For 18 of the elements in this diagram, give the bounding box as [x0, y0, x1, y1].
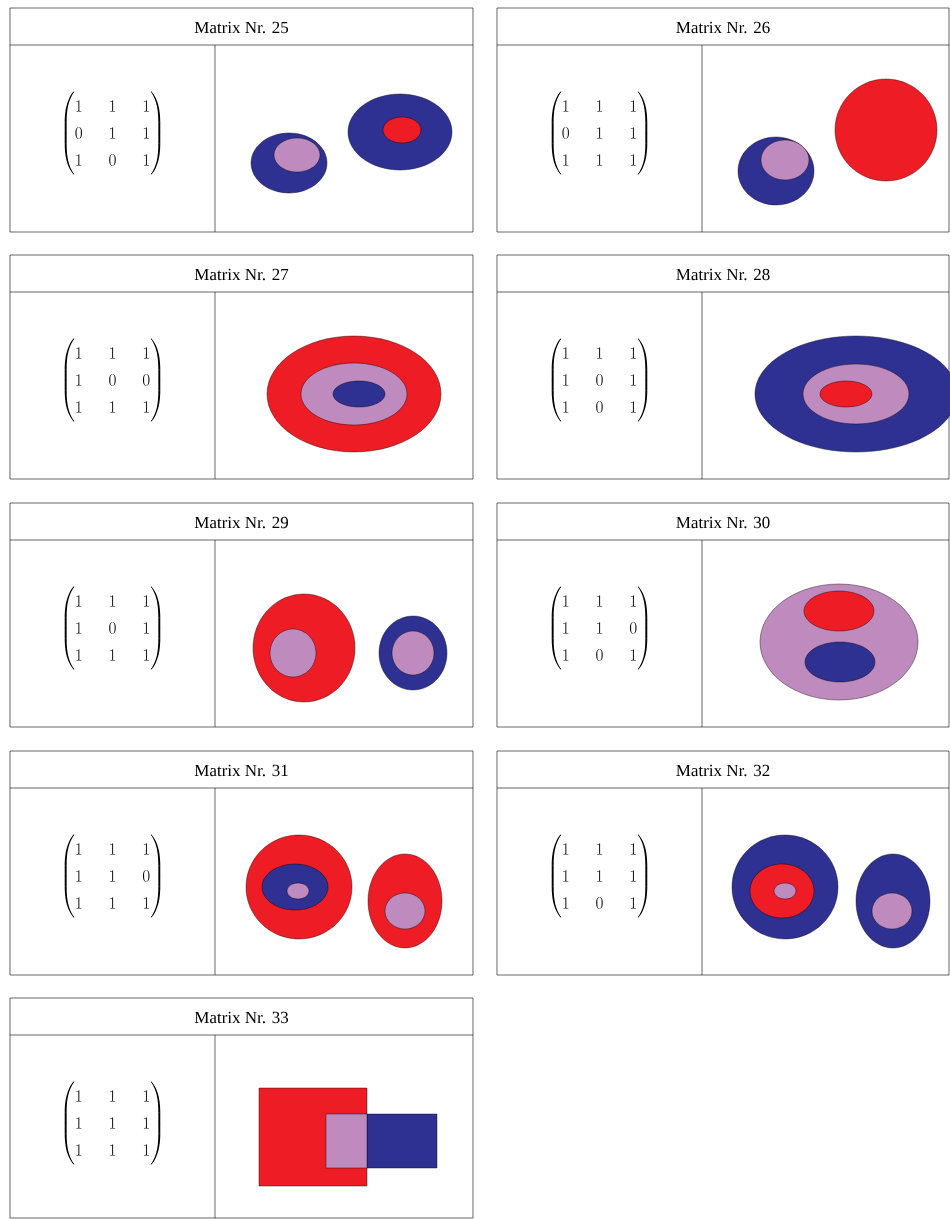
card-title: Matrix Nr. 25 [194, 21, 289, 34]
card-title: Matrix Nr. 32 [676, 764, 770, 777]
card-title: Matrix Nr. 26 [676, 21, 770, 34]
matrix: $\begin{pmatrix}1&1&1\\1&0&1\\1&0&1\end{pmatrix}$ [551, 338, 648, 422]
matrix: $\begin{pmatrix}1&1&1\\1&1&1\\1&0&1\end{pmatrix}$ [551, 834, 648, 918]
matrix: $\begin{pmatrix}1&1&1\\0&1&1\\1&1&1\end{pmatrix}$ [551, 91, 648, 175]
card-title: Matrix Nr. 28 [676, 268, 770, 281]
card-title: Matrix Nr. 31 [194, 764, 288, 777]
card-title: Matrix Nr. 27 [194, 268, 289, 281]
card-title: Matrix Nr. 29 [194, 516, 289, 529]
matrix: $\begin{pmatrix}1&1&1\\0&1&1\\1&0&1\end{pmatrix}$ [64, 91, 161, 175]
matrix: $\begin{pmatrix}1&1&1\\1&1&0\\1&1&1\end{pmatrix}$ [64, 834, 161, 918]
card-title: Matrix Nr. 30 [676, 516, 770, 529]
matrix: $\begin{pmatrix}1&1&1\\1&0&1\\1&1&1\end{pmatrix}$ [64, 586, 161, 670]
matrix: $\begin{pmatrix}1&1&1\\1&0&0\\1&1&1\end{pmatrix}$ [64, 338, 161, 422]
matrix: $\begin{pmatrix}1&1&1\\1&1&1\\1&1&1\end{pmatrix}$ [64, 1081, 161, 1165]
card-title: Matrix Nr. 33 [194, 1011, 289, 1024]
matrix: $\begin{pmatrix}1&1&1\\1&1&0\\1&0&1\end{pmatrix}$ [551, 586, 648, 670]
